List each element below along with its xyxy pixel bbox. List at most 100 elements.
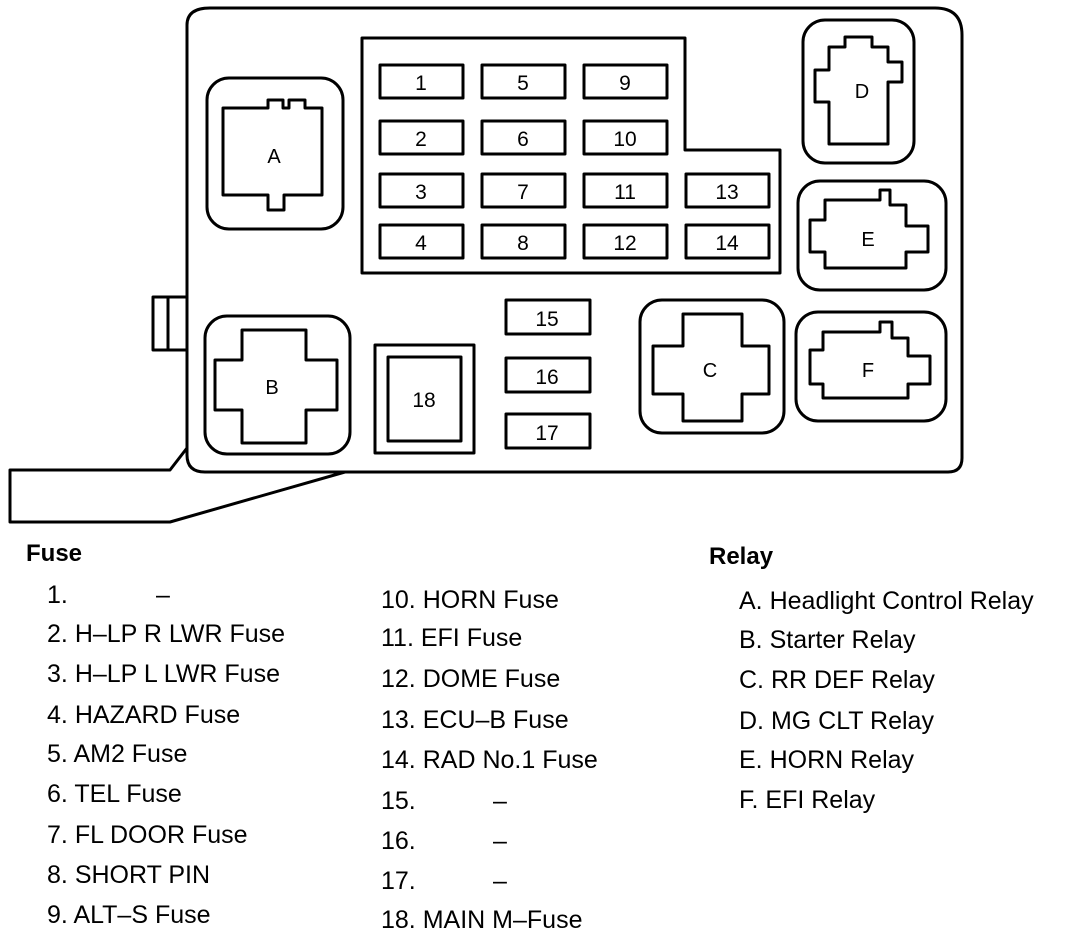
relay-socket-d[interactable] [801,18,916,165]
fuse-label-4: 4 [415,232,427,255]
fuse-label-14: 14 [715,232,739,255]
relay-c-shape [651,312,771,423]
fuse-label-6: 6 [517,128,529,151]
fuse-label-15: 15 [535,308,558,331]
fuse-legend-item-7: 7. FL DOOR Fuse [47,821,248,850]
relay-e-shape [808,188,930,270]
fuse-legend-text: SHORT PIN [74,861,211,889]
fuse-block-outline [360,36,782,275]
fuse-legend-num: 10. [381,586,416,614]
relay-label-e: E [861,229,874,251]
fuse-legend-num: 12. [381,665,416,693]
fuse-legend-text: – [493,787,507,815]
relay-legend-letter: B. [739,626,763,654]
fuse-legend-num: 15. [381,787,416,815]
relay-legend-letter: F. [739,786,759,814]
fuse-legend-num: 2. [47,620,68,648]
fuse-slot-10[interactable] [582,119,669,156]
fuse-slot-17[interactable] [504,412,592,450]
fuse-slot-15[interactable] [504,298,592,336]
fuse-slot-18-inner [386,355,463,443]
fuse-label-2: 2 [415,128,427,151]
fuse-slot-13[interactable] [684,172,771,209]
relay-legend-letter: D. [739,707,764,735]
fuse-label-3: 3 [415,181,427,204]
fuse-label-12: 12 [613,232,636,255]
fuse-legend-item-5: 5. AM2 Fuse [47,740,187,769]
fuse-box-housing [185,6,964,474]
fuse-legend-item-17: 17. – [381,867,507,896]
fuse-slot-7[interactable] [480,172,567,209]
fuse-slots [373,63,771,455]
fuse-legend-num: 4. [47,701,68,729]
relay-legend-letter: A. [739,587,763,615]
fuse-legend-text: TEL Fuse [74,780,182,808]
side-clip [151,295,187,352]
fuse-slot-16[interactable] [504,356,592,394]
fuse-slot-18-outer[interactable] [373,343,476,455]
relay-socket-e[interactable] [796,179,948,292]
fuse-slot-14[interactable] [684,223,771,260]
fuse-legend-text: H–LP L LWR Fuse [74,660,280,688]
relay-legend-letter: E. [739,746,763,774]
relay-legend-text: EFI Relay [765,786,876,814]
fuse-legend-text: HORN Fuse [422,586,559,614]
fuse-legend-item-13: 13. ECU–B Fuse [381,706,569,735]
fuse-legend-item-8: 8. SHORT PIN [47,861,210,890]
fuse-slot-6[interactable] [480,119,567,156]
fuse-legend-text: – [493,867,507,895]
fuse-legend-item-9: 9. ALT–S Fuse [47,901,211,930]
relay-socket-c[interactable] [638,298,786,435]
relay-a-shape [221,98,324,212]
relay-socket-f[interactable] [794,310,948,423]
fuse-legend-item-14: 14. RAD No.1 Fuse [381,746,598,775]
fuse-legend-heading: Fuse [26,540,83,567]
fuse-legend-text: H–LP R LWR Fuse [74,620,286,648]
fuse-legend-num: 16. [381,827,416,855]
fuse-box-diagram: 1 2 3 4 5 6 7 8 9 10 11 12 13 14 15 16 1… [8,6,964,524]
fuse-legend-item-18: 18. MAIN M–Fuse [381,906,582,935]
relay-legend-letter: C. [739,666,764,694]
relay-label-b: B [265,377,278,399]
fuse-legend-num: 14. [381,746,416,774]
relay-legend-heading: Relay [709,543,774,570]
fuse-slot-12[interactable] [582,223,669,260]
fuse-legend-num: 1. [47,581,68,609]
fuse-legend-text: – [493,827,507,855]
fuse-slot-2[interactable] [378,119,465,156]
relay-legend-item-e: E. HORN Relay [739,746,914,775]
fuse-slot-11[interactable] [582,172,669,209]
fuse-legend-num: 17. [381,867,416,895]
fuse-legend-text: HAZARD Fuse [74,701,241,729]
fuse-legend-num: 6. [47,780,68,808]
fuse-slot-8[interactable] [480,223,567,260]
relay-socket-b[interactable] [203,314,352,456]
relay-legend-item-f: F. EFI Relay [739,786,875,815]
relay-f-shape [808,320,932,400]
relay-socket-a[interactable] [205,76,345,231]
fuse-label-17: 17 [535,422,558,445]
fuse-legend-num: 18. [381,906,416,934]
fuse-slot-3[interactable] [378,172,465,209]
fuse-legend-num: 11. [381,624,414,652]
fuse-legend-text: DOME Fuse [422,665,561,693]
fuse-legend-item-2: 2. H–LP R LWR Fuse [47,620,285,649]
fuse-legend-text: ALT–S Fuse [73,901,211,929]
fuse-legend-text: MAIN M–Fuse [422,906,583,934]
relay-label-a: A [267,146,281,168]
fuse-legend-text: AM2 Fuse [73,740,188,768]
relay-label-f: F [862,360,874,382]
fuse-legend-text: FL DOOR Fuse [74,821,248,849]
fuse-slot-5[interactable] [480,63,567,100]
fuse-slot-4[interactable] [378,223,465,260]
fuse-slot-9[interactable] [582,63,669,100]
fuse-legend-item-10: 10. HORN Fuse [381,586,559,615]
fuse-slot-1[interactable] [378,63,465,100]
fuse-legend-item-15: 15. – [381,787,507,816]
fuse-legend-num: 13. [381,706,416,734]
relay-label-d: D [855,81,869,103]
fuse-legend-text: RAD No.1 Fuse [422,746,598,774]
fuse-label-1: 1 [415,72,427,95]
relay-legend-item-a: A. Headlight Control Relay [739,587,1034,616]
fuse-label-13: 13 [715,181,738,204]
